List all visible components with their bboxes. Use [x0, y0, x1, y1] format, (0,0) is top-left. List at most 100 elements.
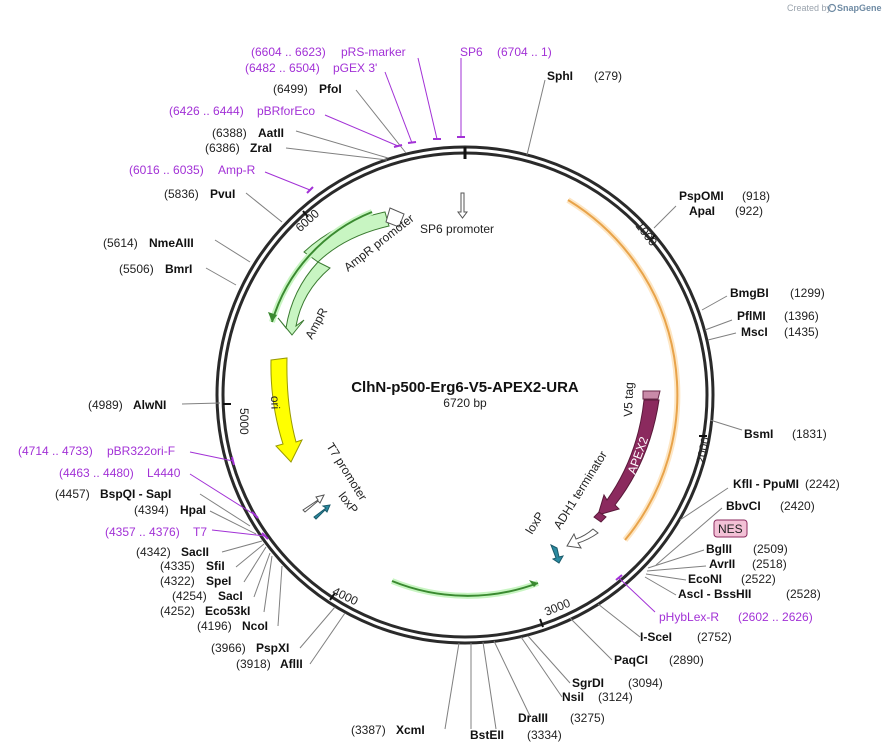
- insert-arc: [567, 199, 679, 541]
- enzyme-name-pspomi[interactable]: PspOMI: [679, 189, 724, 203]
- enzyme-name-kfli-ppumi[interactable]: KflI - PpuMI: [733, 477, 799, 491]
- leader-bbvci: [655, 507, 723, 566]
- primer-name-pgex[interactable]: pGEX 3': [333, 61, 377, 75]
- leader-xcmi: [444, 642, 460, 730]
- enzyme-name-saci[interactable]: SacI: [218, 589, 243, 603]
- enzyme-name-hpai[interactable]: HpaI: [180, 503, 206, 517]
- primer-name-phyblex-r[interactable]: pHybLex-R: [659, 610, 719, 624]
- enzyme-name-eco53ki[interactable]: Eco53kI: [205, 604, 250, 618]
- tick-label: 2000: [693, 436, 712, 465]
- enzyme-labels-right: SphI (279) PspOMI (918) ApaI (922) BmgBI…: [470, 69, 840, 742]
- enzyme-pos-aflii: (3918): [236, 657, 271, 671]
- primer-range-sp6: (6704 .. 1): [497, 45, 552, 59]
- ampr-gene-arrow[interactable]: [277, 261, 331, 336]
- apex2-arrow[interactable]: [597, 399, 660, 516]
- enzyme-name-zrai[interactable]: ZraI: [250, 141, 272, 155]
- enzyme-name-nsii[interactable]: NsiI: [562, 690, 584, 704]
- nes-badge: NES: [713, 519, 748, 538]
- enzyme-pos-econi: (2522): [741, 572, 776, 586]
- ori-arrow[interactable]: [270, 357, 303, 463]
- leader-draiii: [493, 640, 531, 717]
- nes-marker: [593, 511, 607, 523]
- leader-spei: [243, 546, 267, 583]
- primer-leader-l4440: [189, 473, 256, 516]
- v5-tag-box[interactable]: [642, 390, 661, 400]
- enzyme-name-bglii[interactable]: BglII: [706, 542, 732, 556]
- enzyme-name-i-scei[interactable]: I-SceI: [640, 630, 672, 644]
- tick-marks: [223, 210, 707, 628]
- enzyme-name-pflmi[interactable]: PflMI: [737, 309, 766, 323]
- loxp-right-arrow[interactable]: [550, 543, 565, 564]
- plasmid-length: 6720 bp: [443, 396, 487, 410]
- primer-name-l4440[interactable]: L4440: [147, 466, 181, 480]
- primer-leader-prs-marker: [417, 57, 438, 140]
- enzyme-name-sphi[interactable]: SphI: [547, 69, 573, 83]
- primer-name-sp6[interactable]: SP6: [460, 45, 483, 59]
- enzyme-name-xcmi[interactable]: XcmI: [396, 723, 425, 737]
- adh1-terminator-arrow: [566, 528, 599, 549]
- feature-label-ori: ori: [268, 396, 282, 410]
- enzyme-name-asci-bsshii[interactable]: AscI - BssHII: [678, 587, 751, 601]
- enzyme-name-bspqi-sapi[interactable]: BspQI - SapI: [100, 487, 171, 501]
- leader-bsteii: [482, 641, 497, 730]
- enzyme-name-bsmi[interactable]: BsmI: [744, 427, 773, 441]
- primer-leader-pbr322ori-f: [189, 451, 234, 462]
- enzyme-name-bmri[interactable]: BmrI: [165, 262, 192, 276]
- tick-mark: [329, 592, 336, 601]
- enzyme-pos-bspqi-sapi: (4457): [55, 487, 90, 501]
- enzyme-name-sacii[interactable]: SacII: [181, 545, 209, 559]
- enzyme-pos-bbvci: (2420): [780, 499, 815, 513]
- enzyme-name-pvui[interactable]: PvuI: [210, 187, 235, 201]
- enzyme-name-pfoi[interactable]: PfoI: [319, 82, 342, 96]
- enzyme-name-paqci[interactable]: PaqCI: [614, 653, 648, 667]
- enzyme-name-bsteii[interactable]: BstEII: [470, 728, 504, 742]
- primer-name-t7[interactable]: T7: [193, 525, 207, 539]
- enzyme-name-bmgbi[interactable]: BmgBI: [730, 286, 769, 300]
- leader-aflii: [309, 612, 346, 665]
- enzyme-name-aflii[interactable]: AflII: [280, 657, 303, 671]
- enzyme-name-econi[interactable]: EcoNI: [688, 572, 722, 586]
- snapgene-logo-icon: [827, 3, 837, 13]
- enzyme-name-msci[interactable]: MscI: [741, 325, 768, 339]
- enzyme-name-ncoi[interactable]: NcoI: [242, 619, 268, 633]
- enzyme-name-spei[interactable]: SpeI: [206, 574, 231, 588]
- enzyme-name-nmeaiii[interactable]: NmeAIII: [149, 236, 194, 250]
- ampr-outer-arrowhead: [268, 312, 277, 322]
- enzyme-name-bbvci[interactable]: BbvCI: [726, 499, 761, 513]
- enzyme-name-sfii[interactable]: SfiI: [206, 559, 225, 573]
- primer-range-l4440: (4463 .. 4480): [59, 466, 134, 480]
- primer-name-pbr322ori-f[interactable]: pBR322ori-F: [107, 444, 175, 458]
- primer-range-phyblex-r: (2602 .. 2626): [738, 610, 813, 624]
- primer-mark-amp-r: [306, 186, 314, 194]
- leader-paqci: [569, 617, 613, 661]
- leader-pfoi: [355, 89, 407, 154]
- leader-pvui: [245, 192, 283, 223]
- loxp-left-arrow[interactable]: [313, 504, 331, 520]
- enzyme-name-apai[interactable]: ApaI: [689, 204, 715, 218]
- enzyme-pos-i-scei: (2752): [697, 630, 732, 644]
- enzyme-name-pspxi[interactable]: PspXI: [256, 641, 289, 655]
- enzyme-name-avrii[interactable]: AvrII: [709, 557, 735, 571]
- enzyme-name-aatii[interactable]: AatII: [258, 126, 284, 140]
- leader-bglii: [647, 549, 705, 569]
- enzyme-name-draiii[interactable]: DraIII: [518, 711, 548, 725]
- primer-name-pbrforeco[interactable]: pBRforEco: [257, 104, 315, 118]
- ampr-promoter-outline-arrow: [385, 207, 405, 228]
- leader-i-scei: [597, 603, 641, 638]
- ampr-outer-arc: [271, 211, 373, 323]
- enzyme-pos-pfoi: (6499): [273, 82, 308, 96]
- enzyme-name-sgrdi[interactable]: SgrDI: [572, 676, 604, 690]
- tick-mark: [539, 618, 544, 628]
- leader-msci: [707, 332, 737, 341]
- primer-range-pbrforeco: (6426 .. 6444): [169, 104, 244, 118]
- enzyme-pos-pvui: (5836): [164, 187, 199, 201]
- primer-name-amp-r[interactable]: Amp-R: [218, 163, 256, 177]
- enzyme-name-alwni[interactable]: AlwNI: [133, 398, 166, 412]
- enzyme-pos-pflmi: (1396): [784, 309, 819, 323]
- leader-eco53ki: [263, 555, 273, 613]
- tick-mark: [649, 234, 656, 242]
- feature-label-loxp-right: loxP: [523, 509, 547, 536]
- primer-name-prs-marker[interactable]: pRS-marker: [341, 45, 406, 59]
- enzyme-pos-zrai: (6386): [205, 141, 240, 155]
- t7-promoter-arrow: [302, 494, 325, 513]
